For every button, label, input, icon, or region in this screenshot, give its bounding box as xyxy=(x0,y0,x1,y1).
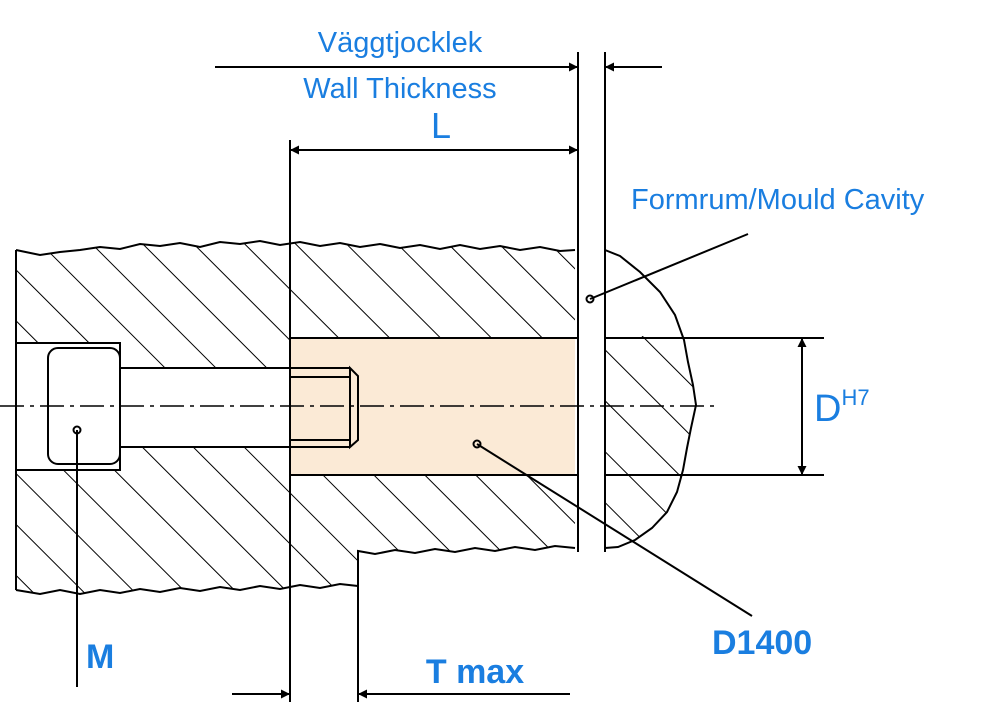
thread-label: M xyxy=(86,638,114,676)
mould-wall-section xyxy=(15,239,576,596)
leader-lines xyxy=(476,233,753,617)
diameter-tolerance-label: DH7 xyxy=(814,385,870,430)
tmax-label: T max xyxy=(426,653,524,691)
wall-thickness-label-sv: Väggtjocklek xyxy=(318,27,483,59)
part-number-label: D1400 xyxy=(712,624,812,662)
tolerance-superscript: H7 xyxy=(841,385,869,410)
insert-center-dot xyxy=(472,439,482,449)
part-leader xyxy=(476,443,753,617)
wall-thickness-label-en: Wall Thickness xyxy=(303,73,496,105)
dimension-lines xyxy=(215,62,807,699)
cavity-center-dot xyxy=(585,294,595,304)
wall-thickness-faces xyxy=(577,52,606,552)
mould-cavity-label: Formrum/Mould Cavity xyxy=(631,184,925,216)
cavity-leader xyxy=(589,233,749,300)
extension-lines xyxy=(76,140,824,702)
length-label: L xyxy=(431,105,451,146)
diameter-symbol: D xyxy=(814,388,841,430)
